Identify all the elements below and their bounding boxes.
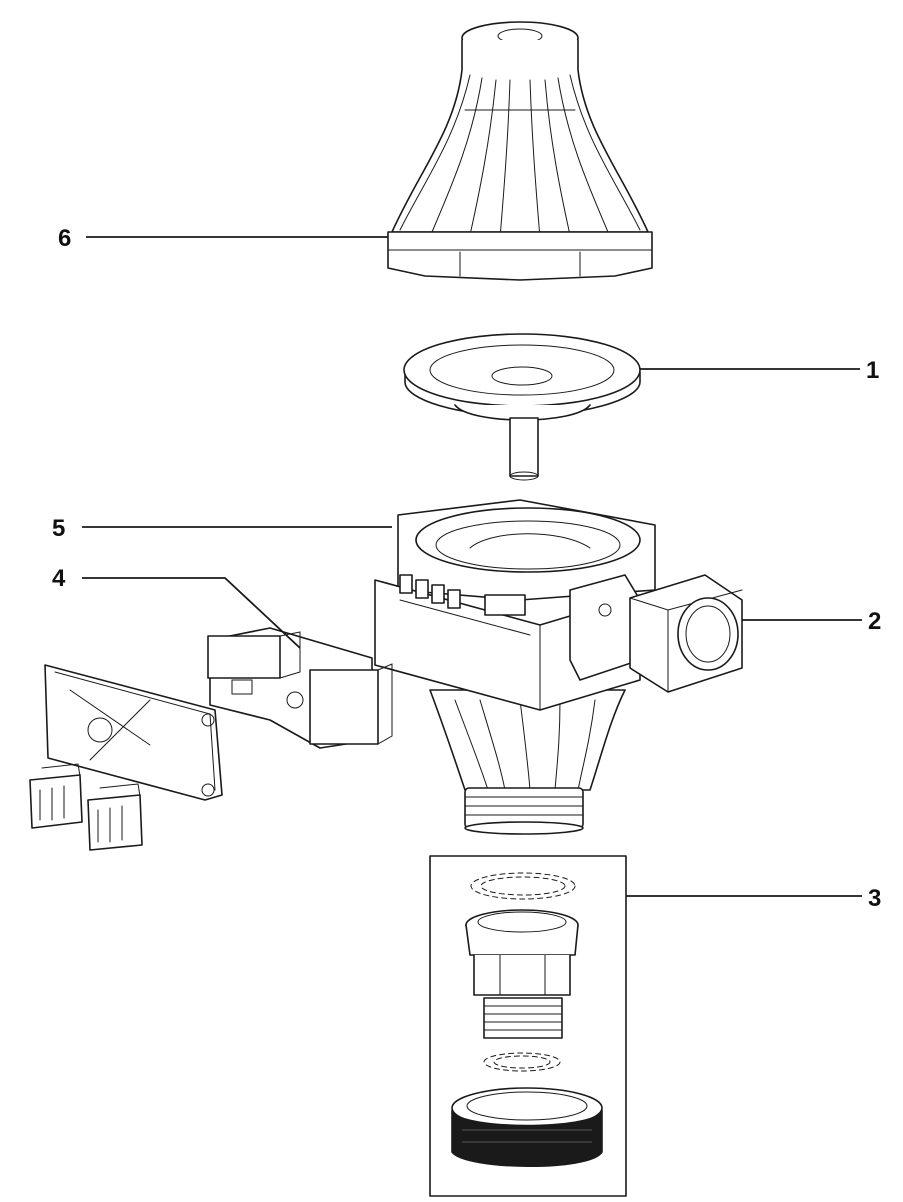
part-2-side-port bbox=[629, 574, 743, 693]
leader-4 bbox=[82, 577, 301, 649]
part-3-fitting-kit bbox=[429, 855, 627, 1197]
cover-panel bbox=[44, 664, 223, 801]
callout-4: 4 bbox=[52, 565, 66, 592]
connector-right bbox=[87, 783, 143, 851]
callout-2: 2 bbox=[868, 608, 881, 635]
callout-3: 3 bbox=[868, 885, 881, 912]
part-5-main-housing bbox=[374, 499, 656, 835]
part-4-electronics-module bbox=[207, 627, 393, 749]
callout-5: 5 bbox=[52, 515, 65, 542]
connector-left bbox=[29, 763, 83, 829]
part-3-frame bbox=[429, 855, 627, 1197]
callout-1: 1 bbox=[866, 357, 879, 384]
callout-6: 6 bbox=[58, 225, 71, 252]
part-6-top-cover bbox=[387, 21, 653, 281]
leader-lines bbox=[82, 236, 862, 897]
callout-labels: 6 1 5 4 2 3 bbox=[52, 225, 881, 912]
part-1-disc bbox=[403, 333, 641, 481]
